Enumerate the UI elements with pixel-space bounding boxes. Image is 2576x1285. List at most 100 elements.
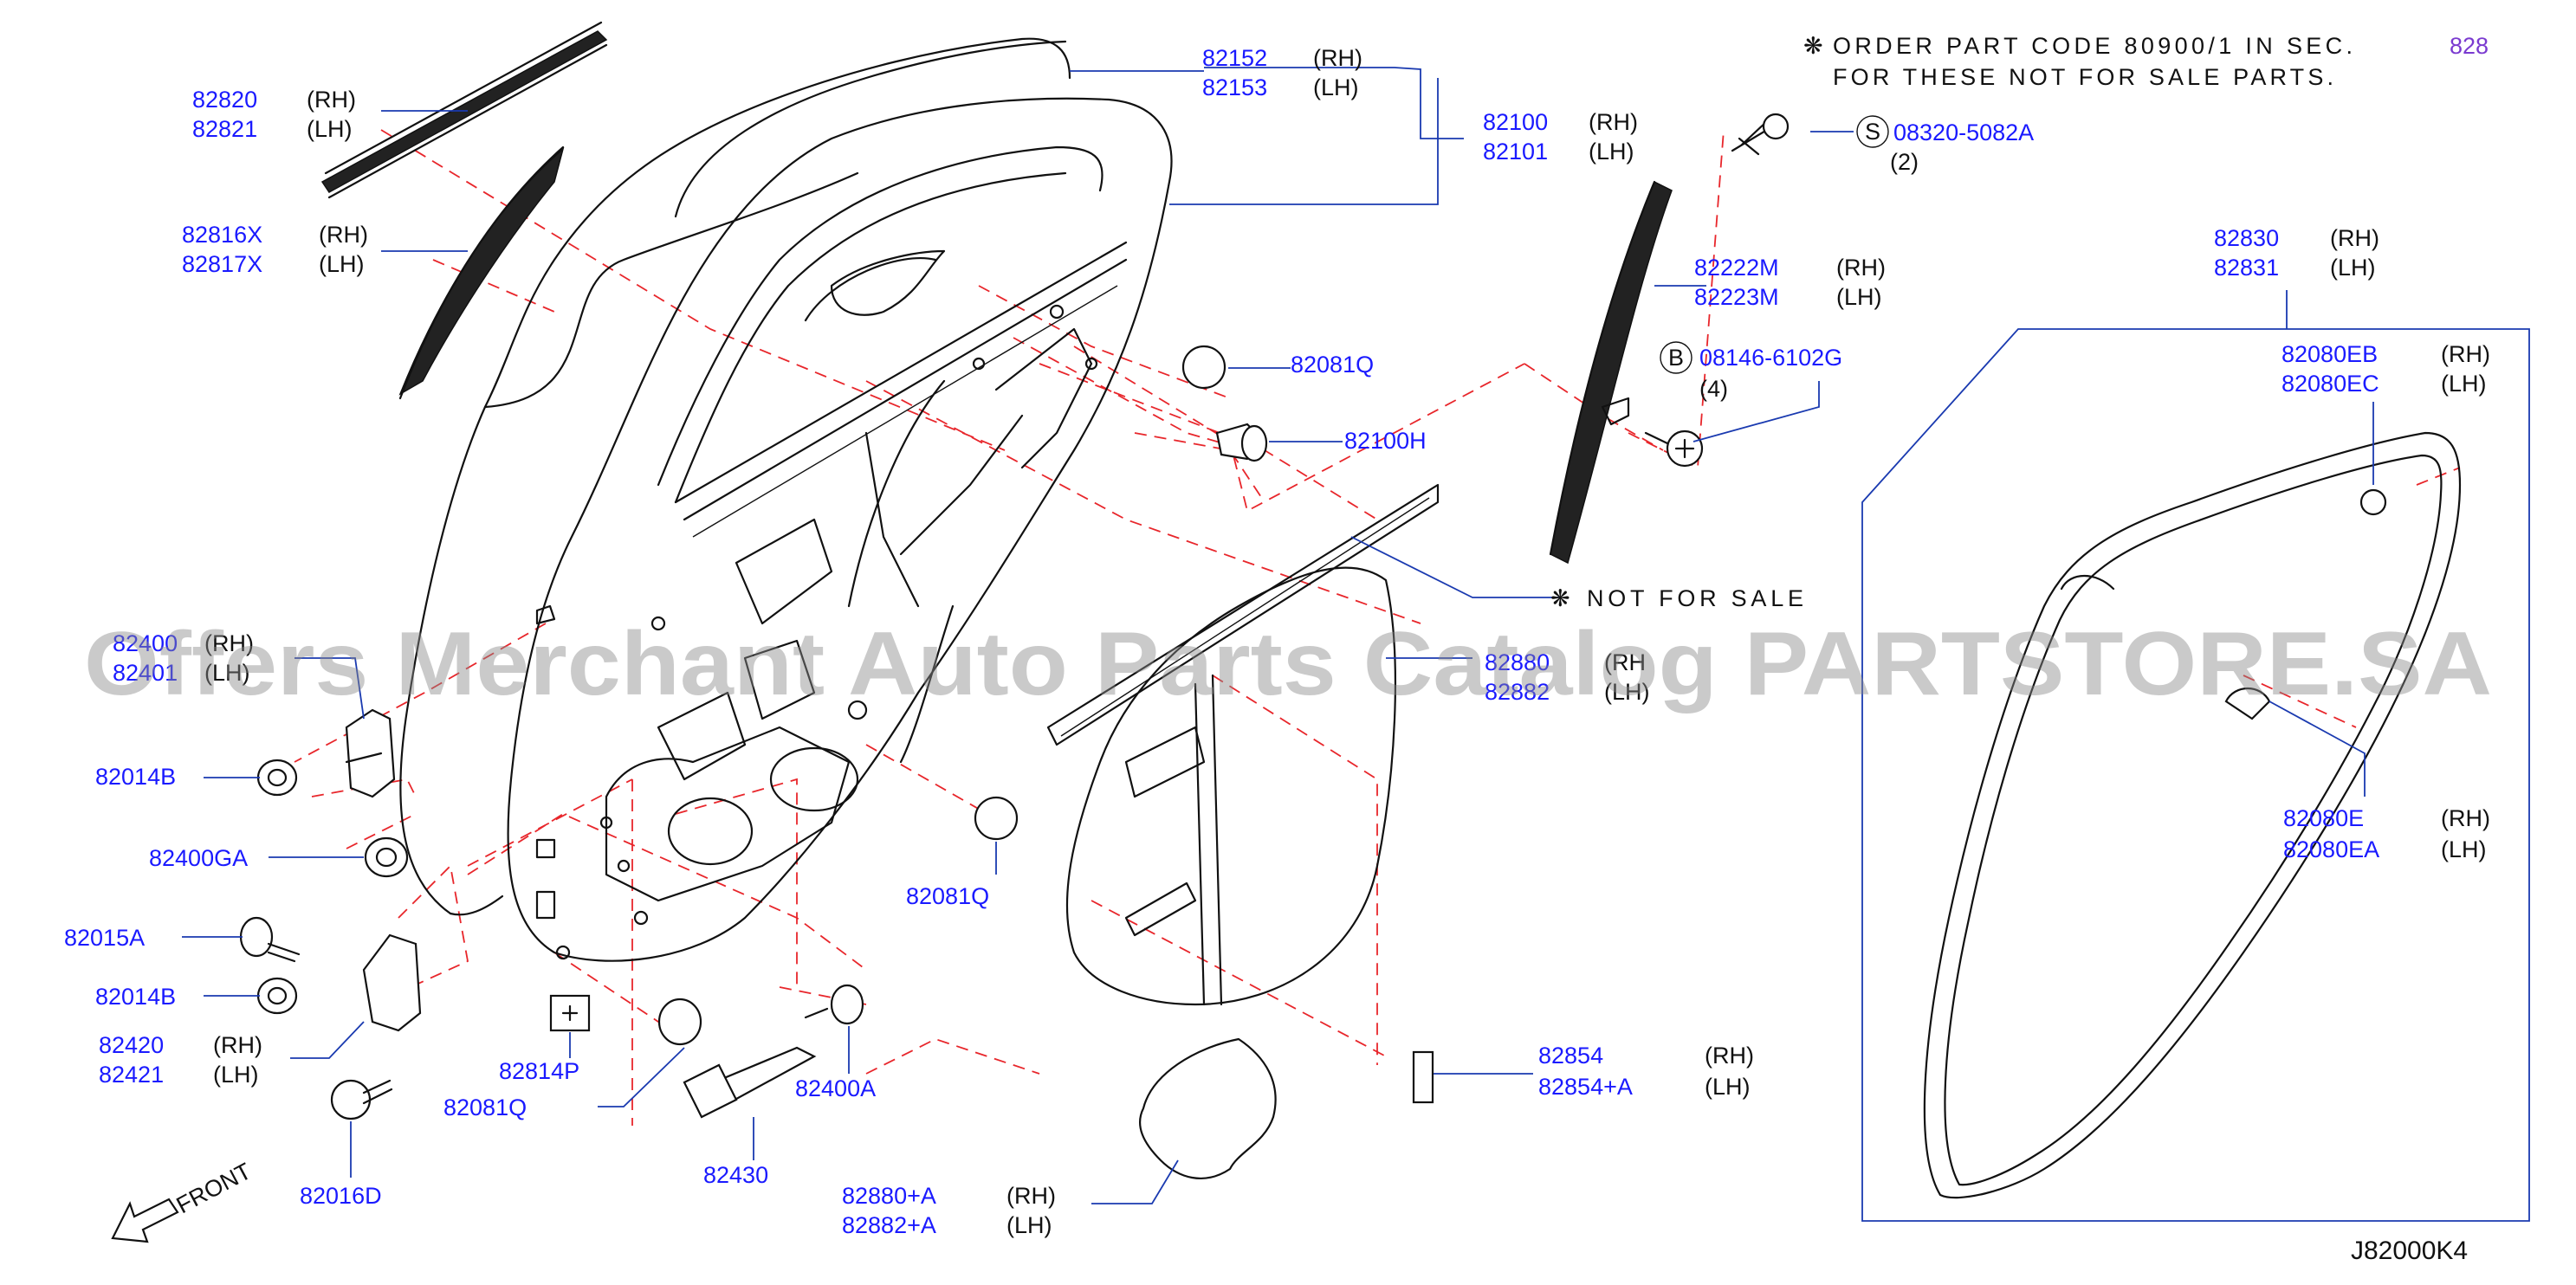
part-82831-link[interactable]: 82831	[2214, 255, 2279, 281]
part-82100h-link[interactable]: 82100H	[1344, 428, 1427, 454]
label-82814p-part	[549, 994, 591, 1032]
s-callout-letter: S	[1865, 119, 1880, 145]
label-82854-part	[1412, 1050, 1434, 1104]
lower-hinge-part	[362, 933, 422, 1032]
bolt-08146-part	[1644, 429, 1704, 468]
part-82080e-link[interactable]: 82080E	[2283, 805, 2364, 831]
part-82816x-side: (RH)	[319, 222, 368, 248]
corner-garnish-part	[398, 145, 565, 400]
bolt-82016d-part	[330, 1079, 393, 1120]
part-82880-side: (RH	[1604, 649, 1646, 675]
part-82080eb-link[interactable]: 82080EB	[2282, 341, 2378, 367]
part-82882-side: (LH)	[1604, 679, 1650, 705]
bolt-82400a-part	[804, 984, 864, 1025]
belt-moulding-strip-part	[320, 21, 608, 199]
part-82820-side: (RH)	[307, 87, 356, 113]
part-82830-link[interactable]: 82830	[2214, 225, 2279, 251]
part-82081q-upper-link[interactable]: 82081Q	[1291, 352, 1374, 378]
part-82081q-middle-link[interactable]: 82081Q	[906, 883, 989, 909]
part-82882a-side: (LH)	[1006, 1212, 1052, 1238]
part-82880a-side: (RH)	[1006, 1183, 1056, 1209]
part-82420-side: (RH)	[213, 1032, 262, 1058]
part-82880a-link[interactable]: 82880+A	[842, 1183, 936, 1209]
door-weatherstrip-top-part	[674, 40, 1067, 218]
nut-82014b-upper-part	[256, 759, 298, 797]
part-82854-link[interactable]: 82854	[1538, 1043, 1603, 1069]
order-note-line2: FOR THESE NOT FOR SALE PARTS.	[1833, 64, 2333, 90]
part-82014b-upper-link[interactable]: 82014B	[95, 764, 176, 790]
part-82152-link[interactable]: 82152	[1202, 45, 1267, 71]
section-ref-link[interactable]: 828	[2450, 33, 2489, 59]
part-82831-side: (LH)	[2330, 255, 2376, 281]
part-82100-link[interactable]: 82100	[1483, 109, 1548, 135]
part-82880-link[interactable]: 82880	[1485, 649, 1550, 675]
part-82400-side: (RH)	[204, 630, 254, 656]
part-82222m-link[interactable]: 82222M	[1694, 255, 1779, 281]
part-82882-link[interactable]: 82882	[1485, 679, 1550, 705]
part-82081q-lower-link[interactable]: 82081Q	[443, 1095, 527, 1120]
part-82080ec-link[interactable]: 82080EC	[2282, 371, 2379, 397]
nut-82014b-lower-part	[256, 977, 298, 1015]
part-82400-link[interactable]: 82400	[113, 630, 178, 656]
screw-08320-part	[1731, 113, 1790, 156]
not-for-sale-symbol-header: ❋	[1803, 33, 1823, 59]
grommet-82400ga-part	[364, 836, 409, 878]
front-direction-arrow	[111, 1198, 179, 1243]
watermark-text: Offers Merchant Auto Parts Catalog PARTS…	[84, 614, 2492, 714]
front-label: FRONT	[172, 1158, 256, 1218]
b-callout-letter: B	[1668, 345, 1684, 371]
part-82016d-link[interactable]: 82016D	[300, 1183, 382, 1209]
part-82854-side: (RH)	[1705, 1043, 1754, 1069]
assembly-dashed-lines	[294, 129, 2461, 1126]
part-82152-side: (RH)	[1313, 45, 1362, 71]
part-82816x-link[interactable]: 82816X	[182, 222, 262, 248]
part-82821-side: (LH)	[307, 116, 353, 142]
part-82223m-link[interactable]: 82223M	[1694, 284, 1779, 310]
part-08320-5082a-qty: (2)	[1890, 149, 1919, 175]
part-82821-link[interactable]: 82821	[192, 116, 257, 142]
diagram-code: J82000K4	[2351, 1237, 2468, 1265]
part-82100-side: (RH)	[1589, 109, 1638, 135]
part-82854a-link[interactable]: 82854+A	[1538, 1074, 1633, 1100]
part-82830-side: (RH)	[2330, 225, 2379, 251]
rear-door-assembly	[399, 37, 1173, 962]
part-82421-link[interactable]: 82421	[99, 1062, 164, 1088]
part-82080ea-link[interactable]: 82080EA	[2283, 836, 2379, 862]
part-82014b-lower-link[interactable]: 82014B	[95, 984, 176, 1010]
door-weatherstrip-loop-part	[1923, 431, 2462, 1199]
part-82814p-link[interactable]: 82814P	[499, 1058, 579, 1084]
part-82101-side: (LH)	[1589, 139, 1634, 165]
part-82153-link[interactable]: 82153	[1202, 74, 1267, 100]
part-82101-link[interactable]: 82101	[1483, 139, 1548, 165]
part-82854a-side: (LH)	[1705, 1074, 1751, 1100]
part-82817x-link[interactable]: 82817X	[182, 251, 262, 277]
part-82153-side: (LH)	[1313, 74, 1359, 100]
part-82420-link[interactable]: 82420	[99, 1032, 164, 1058]
part-82421-side: (LH)	[213, 1062, 259, 1088]
upper-hinge-part	[345, 708, 396, 798]
part-82401-side: (LH)	[204, 660, 250, 686]
s-callout-circle	[1856, 115, 1889, 148]
sash-channel-part	[1549, 180, 1673, 565]
part-08146-6102g-link[interactable]: 08146-6102G	[1699, 345, 1842, 371]
part-82400ga-link[interactable]: 82400GA	[149, 845, 248, 871]
part-82080e-side: (RH)	[2441, 805, 2490, 831]
part-08320-5082a-link[interactable]: 08320-5082A	[1893, 119, 2034, 145]
not-for-sale-label: NOT FOR SALE	[1587, 585, 1803, 611]
part-82401-link[interactable]: 82401	[113, 660, 178, 686]
plug-82081q-middle-part	[974, 796, 1019, 841]
part-82400a-link[interactable]: 82400A	[795, 1075, 876, 1101]
bumper-82100h-part	[1215, 423, 1268, 462]
part-82882a-link[interactable]: 82882+A	[842, 1212, 936, 1238]
vapour-sheet-part	[1139, 1037, 1277, 1179]
part-82080ec-side: (LH)	[2441, 371, 2487, 397]
part-82817x-side: (LH)	[319, 251, 365, 277]
door-trim-board-part	[1046, 483, 1440, 1006]
part-82080eb-side: (RH)	[2441, 341, 2490, 367]
part-82222m-side: (RH)	[1836, 255, 1886, 281]
part-82223m-side: (LH)	[1836, 284, 1882, 310]
part-82430-link[interactable]: 82430	[703, 1162, 768, 1188]
part-82820-link[interactable]: 82820	[192, 87, 257, 113]
part-82015a-link[interactable]: 82015A	[64, 925, 145, 951]
